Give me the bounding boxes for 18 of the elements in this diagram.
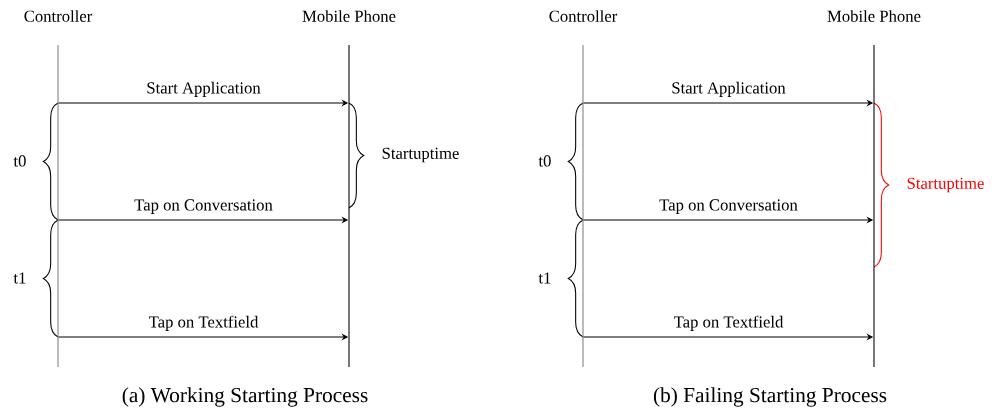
brace-label: t1 — [13, 272, 26, 284]
edge-label: Tap on Conversation — [134, 199, 273, 214]
edge-label: Tap on Textfield — [673, 315, 784, 331]
brace-label: Startuptime — [907, 177, 984, 193]
caption: (b) Failing Starting Process — [653, 387, 887, 407]
brace-label: t0 — [13, 155, 26, 167]
edge-label: Start Application — [672, 81, 786, 97]
lifeline-heading: Mobile Phone — [302, 10, 396, 22]
brace-label: Startuptime — [382, 147, 459, 163]
edge-label: Start Application — [147, 81, 261, 97]
edge-label: Tap on Textfield — [148, 315, 259, 331]
brace-label: t0 — [538, 155, 551, 167]
edge-label: Tap on Conversation — [659, 199, 798, 214]
lifeline-heading: Controller — [549, 10, 618, 22]
caption: (a) Working Starting Process — [122, 387, 368, 407]
lifeline-heading: Mobile Phone — [827, 10, 921, 22]
lifeline-heading: Controller — [24, 10, 93, 22]
brace-label: t1 — [538, 272, 551, 284]
